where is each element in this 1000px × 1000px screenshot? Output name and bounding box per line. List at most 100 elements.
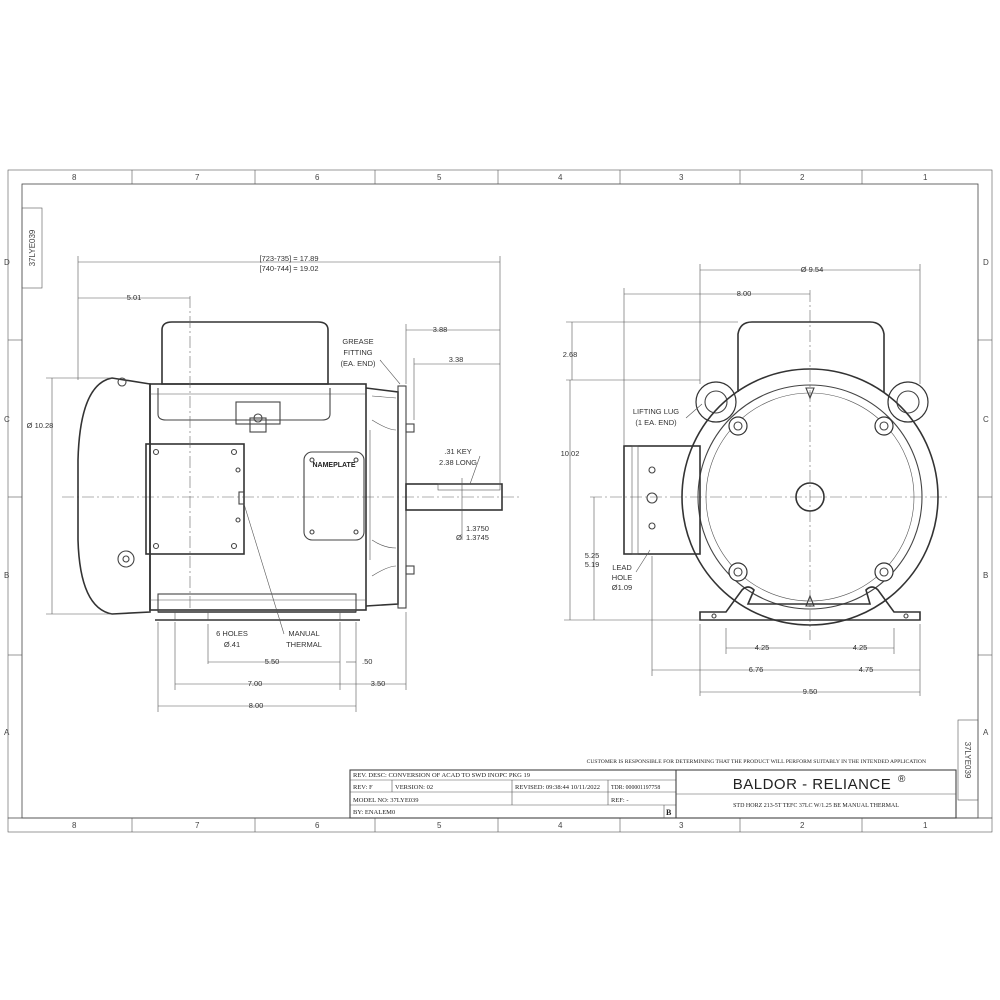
- revised: REVISED: 09:38:44 10/11/2022: [515, 784, 600, 791]
- rev: REV: F: [353, 784, 373, 791]
- grease-label: FITTING: [343, 348, 372, 357]
- mounting-feet-end: [699, 586, 921, 621]
- dim-700: 7.00: [248, 679, 263, 688]
- grease-label: GREASE: [342, 337, 373, 346]
- side-tag-right: 37LYE039: [963, 742, 972, 779]
- shaft-key: [437, 483, 501, 491]
- dim-550: 5.50: [265, 657, 280, 666]
- dim-425-left: 4.25: [755, 643, 770, 652]
- conduit-box-end: [623, 445, 701, 555]
- brand-reg-mark: ®: [898, 774, 906, 785]
- lifting-lug-left: [695, 381, 737, 423]
- zone-label: 2: [800, 821, 805, 830]
- lead-hole-label: LEAD: [612, 563, 632, 572]
- dim-1002: 10.02: [561, 449, 580, 458]
- zone-labels-bottom: 8 7 6 5 4 3 2 1: [72, 821, 928, 830]
- dim-388: 3.88: [433, 325, 448, 334]
- key-label: .31 KEY: [444, 447, 472, 456]
- bolt-boss: [728, 416, 748, 436]
- lead-hole-label: Ø1.09: [612, 583, 632, 592]
- zone-label: 3: [679, 173, 684, 182]
- holes-label: 6 HOLES: [216, 629, 248, 638]
- sheet-size: B: [666, 808, 672, 817]
- manual-thermal-switch: [238, 491, 245, 505]
- zone-label: A: [983, 728, 989, 737]
- dia-954: Ø 9.54: [801, 265, 824, 274]
- zone-label: C: [4, 415, 10, 424]
- zone-labels-top: 8 7 6 5 4 3 2 1: [72, 173, 928, 182]
- dim-475: 4.75: [859, 665, 874, 674]
- zone-label: D: [4, 258, 10, 267]
- end-view: [590, 290, 950, 640]
- fan-cover: [77, 377, 151, 615]
- zone-label: 7: [195, 821, 200, 830]
- tdr: TDR: 000001197758: [611, 785, 660, 791]
- dim-800-right: 8.00: [737, 289, 752, 298]
- zone-label: 1: [923, 821, 928, 830]
- dim-950: 9.50: [803, 687, 818, 696]
- dim-676: 6.76: [749, 665, 764, 674]
- zone-labels-side: D C B A D C B A: [4, 258, 989, 737]
- dim-501: 5.01: [127, 293, 142, 302]
- holes-label: Ø.41: [224, 640, 240, 649]
- part-description: STD HORZ 213-5T TEFC 37LC W/1.25 BE MANU…: [733, 803, 899, 809]
- side-view: NAMEPLATE: [62, 296, 520, 621]
- dim-50: .50: [362, 657, 372, 666]
- dim-525: 5.25: [585, 551, 600, 560]
- overall-length-a: [723-735] = 17.89: [259, 254, 318, 263]
- zone-label: 4: [558, 821, 563, 830]
- dim-268: 2.68: [563, 350, 578, 359]
- manual-thermal-label: MANUAL: [288, 629, 319, 638]
- side-tag: 37LYE039: [28, 229, 37, 266]
- title-block: CUSTOMER IS RESPONSIBLE FOR DETERMINING …: [349, 759, 957, 819]
- dia-1028: Ø 10.28: [27, 421, 54, 430]
- zone-label: D: [983, 258, 989, 267]
- drawn-by: BY: ENALEM0: [353, 809, 395, 816]
- shaft-end: [795, 482, 825, 512]
- side-view-dimensions: [723-735] = 17.89 [740-744] = 19.02 5.01…: [27, 254, 501, 712]
- zone-label: B: [4, 571, 9, 580]
- shaft-dia-symbol: Ø: [456, 533, 462, 542]
- dim-425-right: 4.25: [853, 643, 868, 652]
- zone-label: A: [4, 728, 10, 737]
- shaft-dia-2: 1.3745: [466, 533, 489, 542]
- zone-label: 2: [800, 173, 805, 182]
- nameplate-label: NAMEPLATE: [312, 462, 355, 469]
- dim-519: 5.19: [585, 560, 600, 569]
- lifting-lug-label: LIFTING LUG: [633, 407, 679, 416]
- capacitor-cover-end: [737, 321, 885, 392]
- model-no: MODEL NO: 37LYE039: [353, 797, 419, 804]
- key-label: 2.38 LONG: [439, 458, 477, 467]
- bolt-boss: [874, 562, 894, 582]
- zone-label: 5: [437, 173, 442, 182]
- zone-label: 6: [315, 821, 320, 830]
- dim-800-left: 8.00: [249, 701, 264, 710]
- disclaimer: CUSTOMER IS RESPONSIBLE FOR DETERMINING …: [587, 759, 926, 765]
- manual-thermal-label: THERMAL: [286, 640, 322, 649]
- zone-label: C: [983, 415, 989, 424]
- bolt-boss: [874, 416, 894, 436]
- version: VERSION: 02: [395, 784, 433, 791]
- zone-label: 6: [315, 173, 320, 182]
- conduit-box: [145, 443, 245, 555]
- dim-338: 3.38: [449, 355, 464, 364]
- grease-label: (EA. END): [340, 359, 376, 368]
- zone-label: 8: [72, 821, 77, 830]
- nameplate: [303, 451, 365, 541]
- lifting-lug-right: [887, 381, 929, 423]
- zone-label: 4: [558, 173, 563, 182]
- lifting-lug-label: (1 EA. END): [635, 418, 677, 427]
- zone-label: 5: [437, 821, 442, 830]
- rev-desc: REV. DESC: CONVERSION OF ACAD TO SWD INO…: [353, 772, 530, 779]
- end-bell-outer: [681, 368, 939, 626]
- zone-label: B: [983, 571, 988, 580]
- zone-label: 1: [923, 173, 928, 182]
- zone-label: 8: [72, 173, 77, 182]
- dim-350: 3.50: [371, 679, 386, 688]
- zone-label: 7: [195, 173, 200, 182]
- bolt-boss: [728, 562, 748, 582]
- overall-length-b: [740-744] = 19.02: [259, 264, 318, 273]
- end-view-dimensions: Ø 9.54 8.00 2.68 10.02 5.25 5.19 LIFTING…: [561, 264, 921, 696]
- brand-logo: BALDOR - RELIANCE: [733, 776, 892, 793]
- shaft-dia-1: 1.3750: [466, 524, 489, 533]
